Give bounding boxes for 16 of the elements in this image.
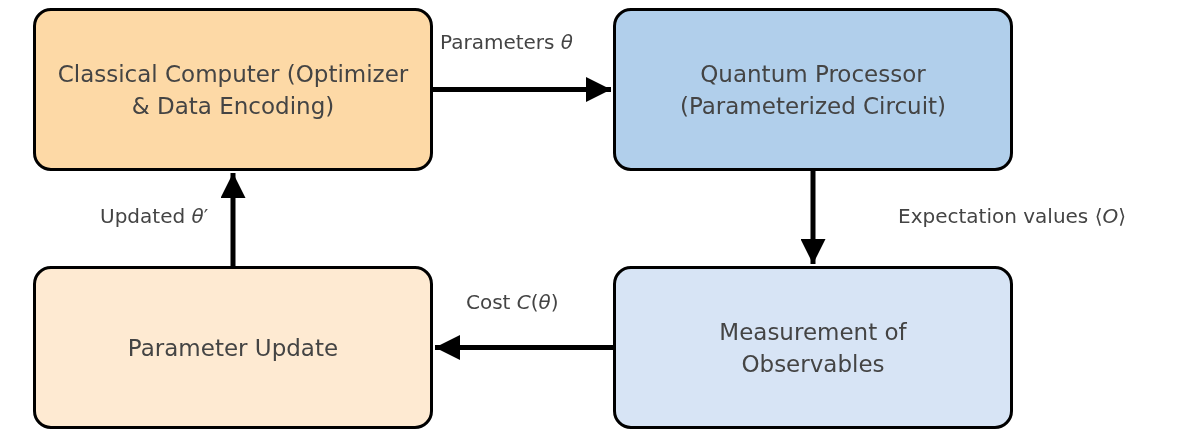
process-box: [613, 266, 1013, 429]
arrow: [435, 335, 613, 360]
arrow: [800, 171, 826, 264]
edge-label: Cost C(θ): [466, 290, 559, 314]
arrow: [220, 173, 246, 266]
process-box: [613, 8, 1013, 171]
process-box: [33, 8, 433, 171]
arrow: [433, 77, 611, 102]
node-label: Classical Computer (Optimizer & Data Encoding): [56, 59, 410, 121]
node-label: Parameter Update: [127, 333, 339, 363]
node-label: Measurement of Observables: [718, 317, 908, 379]
node-label: Quantum Processor (Parameterized Circuit): [678, 59, 948, 121]
edge-label: Parameters θ: [440, 30, 574, 54]
edge-label: Updated θ′: [100, 204, 209, 228]
edge-label: Expectation values ⟨O⟩: [898, 204, 1126, 228]
process-box: [33, 266, 433, 429]
